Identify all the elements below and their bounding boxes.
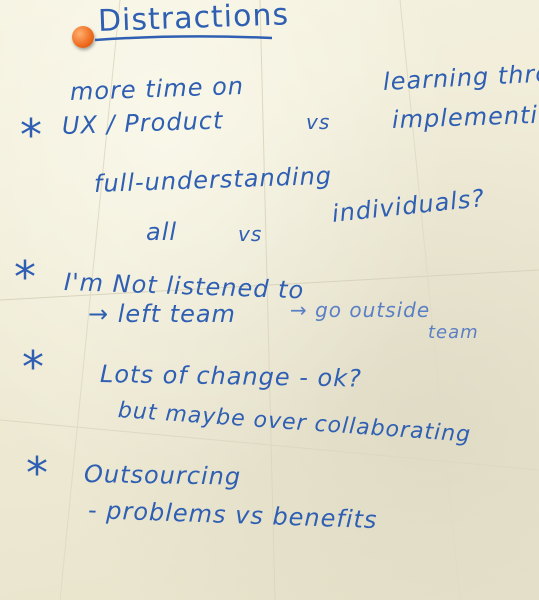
- title-underline: [94, 35, 273, 42]
- bullet-3: *: [22, 342, 44, 393]
- text-go-outside: → go outside: [290, 298, 431, 322]
- bullet-1: *: [20, 110, 42, 161]
- bullet-2: *: [14, 252, 36, 303]
- text-lots-of-change: Lots of change - ok?: [99, 360, 363, 393]
- text-ux-product: UX / Product: [61, 106, 224, 140]
- text-outsourcing: Outsourcing: [83, 460, 242, 491]
- push-pin-icon: [72, 26, 94, 48]
- text-team-2: team: [428, 322, 479, 343]
- text-left-team: → left team: [88, 300, 236, 328]
- text-all: all: [146, 218, 178, 246]
- bullet-4: *: [26, 448, 48, 499]
- text-vs-2: vs: [238, 222, 263, 246]
- text-vs-1: vs: [306, 110, 331, 134]
- text-implementing: implementing: [391, 99, 539, 134]
